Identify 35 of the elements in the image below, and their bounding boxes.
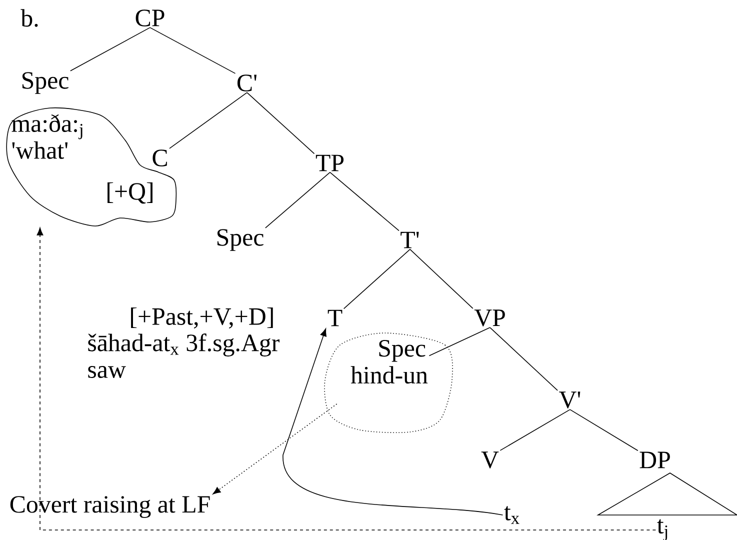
feature-text: šāhad-at$_{x}$ 3f.sg.Agr bbox=[88, 334, 280, 356]
tree-label: V bbox=[481, 452, 499, 468]
tree-branch bbox=[330, 172, 400, 232]
arrow bbox=[212, 404, 338, 494]
tree-label: VP bbox=[474, 310, 505, 326]
tree-branch bbox=[169, 92, 248, 149]
tree-label: T' bbox=[400, 232, 419, 248]
tree-label: DP bbox=[640, 452, 670, 468]
tree-label: C bbox=[152, 150, 167, 166]
tree-branch bbox=[500, 409, 570, 451]
tree-branch bbox=[70, 27, 150, 72]
panel-label: b. bbox=[20, 9, 38, 27]
tree-branch bbox=[265, 172, 330, 228]
tree-label: C' bbox=[237, 74, 256, 92]
tree-label: CP bbox=[136, 10, 164, 26]
tree-label: t$_{x}$ bbox=[504, 506, 520, 524]
tree-label: Covert raising at LF bbox=[10, 496, 210, 518]
feature-text: saw bbox=[88, 366, 126, 378]
tree-branch bbox=[410, 248, 474, 309]
tree-branch bbox=[570, 409, 638, 452]
arrow bbox=[282, 328, 504, 516]
feature-text: [+Q] bbox=[108, 182, 152, 204]
tree-label: V' bbox=[559, 392, 580, 408]
tree-branch bbox=[150, 27, 236, 74]
tree-branch bbox=[428, 327, 490, 356]
arrow bbox=[36, 228, 656, 530]
tree-branch bbox=[246, 92, 315, 154]
tree-label: T bbox=[328, 310, 342, 326]
tree-label: TP bbox=[316, 154, 344, 172]
feature-text: [+Past,+V,+D] bbox=[131, 307, 273, 329]
encircled-phrase: Spec hind-un bbox=[324, 332, 453, 434]
tree-label: Spec bbox=[22, 72, 68, 94]
tree-label: Spec bbox=[217, 229, 264, 251]
tree-branch bbox=[490, 327, 558, 391]
tree-branch bbox=[343, 248, 410, 310]
